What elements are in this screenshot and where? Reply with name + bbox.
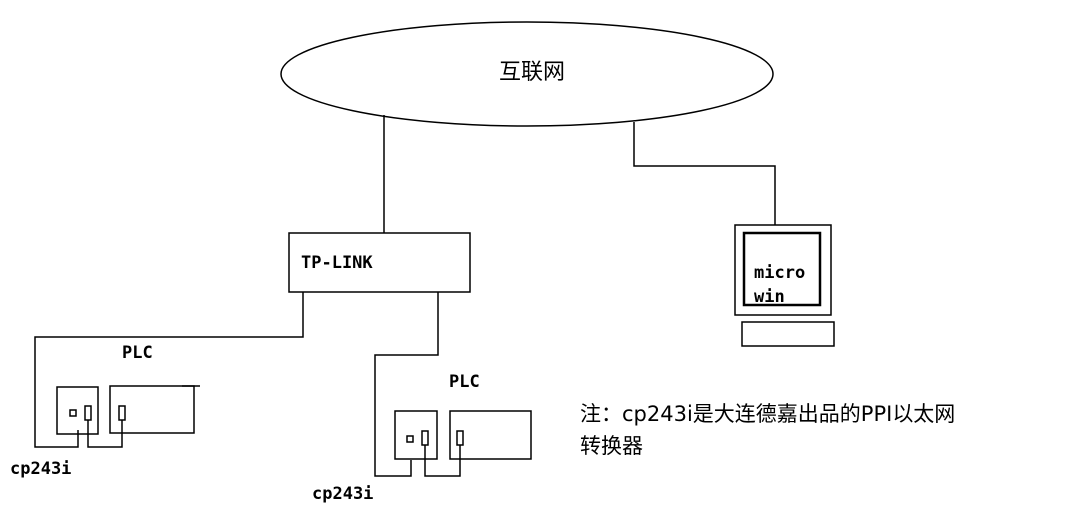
computer-label-line2: win	[754, 287, 785, 307]
note-line2: 转换器	[580, 434, 643, 458]
note-line1: 注：cp243i是大连德嘉出品的PPI以太网	[580, 402, 956, 426]
keyboard	[741, 321, 835, 347]
plc-left-label: PLC	[122, 343, 153, 363]
link-router-plc-right	[374, 292, 439, 477]
computer-label-line1: micro	[754, 263, 806, 283]
router-label: TP-LINK	[301, 253, 373, 273]
plc-right-label: PLC	[449, 372, 480, 392]
link-router-plc-left	[34, 292, 304, 448]
plc-right-module-b	[449, 410, 532, 460]
plc-right-port-3	[456, 430, 464, 446]
router-box	[288, 232, 471, 293]
internet-ellipse	[280, 21, 774, 127]
plc-left-module-a	[56, 386, 99, 435]
plc-right-port-2	[421, 430, 429, 446]
plc-left-wire	[87, 420, 123, 448]
plc-right-wire	[424, 445, 461, 477]
link-internet-computer	[633, 122, 776, 225]
plc-left-port-2	[84, 405, 92, 421]
monitor-screen	[742, 231, 822, 307]
plc-left-port-1	[69, 409, 77, 417]
plc-right-module-label: cp243i	[312, 484, 374, 504]
monitor-outer	[734, 224, 832, 316]
plc-left-module-label: cp243i	[10, 459, 72, 479]
plc-left-module-b	[109, 385, 195, 434]
plc-left-port-3	[118, 405, 126, 421]
plc-right-port-1	[406, 435, 414, 443]
plc-right-module-a	[394, 410, 438, 460]
internet-label: 互联网	[499, 60, 566, 85]
